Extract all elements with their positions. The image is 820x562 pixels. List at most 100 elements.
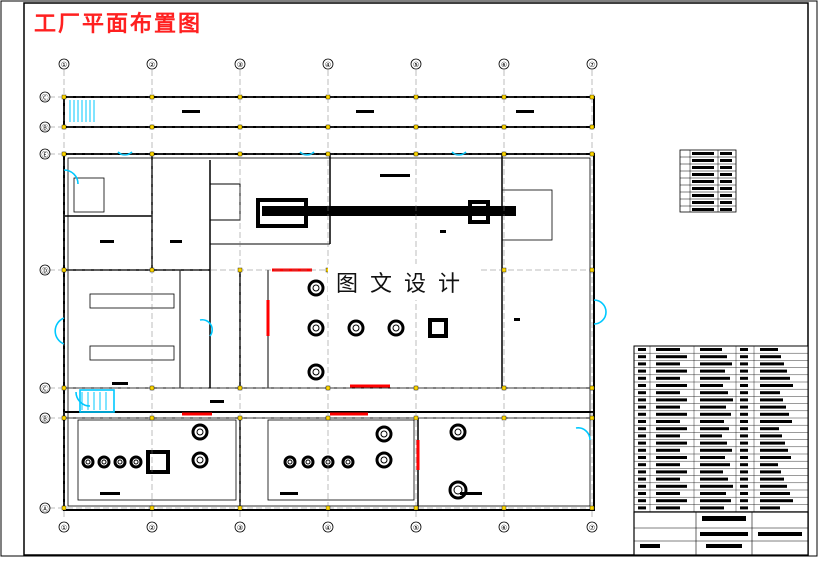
column-marker — [501, 94, 507, 100]
tank — [448, 480, 468, 500]
label-bar — [210, 400, 224, 403]
column-axis-label: ⑦ — [589, 524, 595, 532]
label-bar — [170, 240, 182, 243]
column-marker — [589, 505, 595, 511]
column-marker — [413, 94, 419, 100]
column-axis-label: ⑤ — [413, 524, 419, 532]
tank — [307, 279, 325, 297]
column-marker — [325, 505, 331, 511]
tank — [307, 363, 325, 381]
inner-frame — [23, 2, 809, 556]
column-marker — [61, 415, 67, 421]
column-marker — [149, 151, 155, 157]
north-corridor-block — [63, 96, 595, 128]
column-marker — [325, 415, 331, 421]
column-marker — [589, 385, 595, 391]
column-marker — [237, 385, 243, 391]
stairs — [69, 100, 107, 410]
tank — [129, 455, 143, 469]
row-axis-label: Ⓒ — [42, 94, 49, 102]
watermark-label: 图文设计 — [328, 264, 481, 300]
building-walls — [63, 96, 595, 511]
drawing-title: 工厂平面布置图 — [34, 11, 203, 37]
column-marker — [325, 151, 331, 157]
column-marker — [413, 385, 419, 391]
column-marker — [589, 415, 595, 421]
tank — [375, 425, 393, 443]
column-marker — [149, 505, 155, 511]
column-marker — [501, 385, 507, 391]
tank — [81, 455, 95, 469]
label-bar — [100, 240, 114, 243]
column-marker — [589, 267, 595, 273]
column-marker — [501, 151, 507, 157]
tank — [387, 319, 405, 337]
row-axis-label: Ⓔ — [42, 151, 49, 159]
column-marker — [413, 124, 419, 130]
row-axis-label: Ⓒ — [42, 385, 49, 393]
pump-station — [256, 198, 308, 228]
column-axis-label: ⑥ — [501, 61, 507, 69]
label-bar — [380, 174, 410, 177]
tank — [191, 423, 209, 441]
column-marker — [149, 415, 155, 421]
column-axis-label: ⑥ — [501, 524, 507, 532]
column-marker — [237, 124, 243, 130]
column-marker — [413, 151, 419, 157]
column-marker — [413, 505, 419, 511]
row-axis-label: Ⓓ — [42, 267, 49, 275]
row-axis-label: Ⓑ — [42, 415, 49, 423]
tank — [341, 455, 355, 469]
column-marker — [149, 94, 155, 100]
tank — [97, 455, 111, 469]
process-equipment — [146, 198, 516, 474]
column-marker — [413, 415, 419, 421]
column-marker — [501, 415, 507, 421]
label-bar — [112, 382, 128, 385]
column-marker — [61, 94, 67, 100]
tank — [301, 455, 315, 469]
tank — [347, 319, 365, 337]
label-bar — [356, 110, 374, 113]
column-marker — [589, 151, 595, 157]
column-marker — [237, 267, 243, 273]
column-marker — [61, 385, 67, 391]
label-bar — [440, 230, 446, 233]
column-marker — [589, 124, 595, 130]
column-marker — [325, 124, 331, 130]
tank — [449, 423, 467, 441]
tank — [191, 451, 209, 469]
column-axis-label: ③ — [237, 61, 243, 69]
label-bar — [460, 492, 482, 495]
row-axis-label: Ⓑ — [42, 124, 49, 132]
column-axis-label: ⑤ — [413, 61, 419, 69]
column-axis-label: ⑦ — [589, 61, 595, 69]
column-axis-label: ① — [61, 61, 67, 69]
column-marker — [61, 151, 67, 157]
tank-group — [81, 279, 468, 500]
column-axis-label: ④ — [325, 61, 331, 69]
column-marker — [325, 94, 331, 100]
column-axis-label: ③ — [237, 524, 243, 532]
column-marker — [325, 385, 331, 391]
cyan-door-swings — [54, 151, 607, 441]
label-bar — [514, 318, 520, 321]
row-axis-label: Ⓐ — [42, 505, 49, 513]
column-marker — [237, 94, 243, 100]
equipment-schedule-table — [633, 345, 809, 513]
tank — [307, 319, 325, 337]
column-axis-label: ② — [149, 61, 155, 69]
column-marker — [501, 267, 507, 273]
label-bar — [516, 110, 534, 113]
tank — [283, 455, 297, 469]
title-block — [633, 511, 809, 556]
tank — [113, 455, 127, 469]
column-marker — [501, 124, 507, 130]
column-marker — [237, 505, 243, 511]
column-marker — [237, 415, 243, 421]
label-bar — [280, 492, 298, 495]
